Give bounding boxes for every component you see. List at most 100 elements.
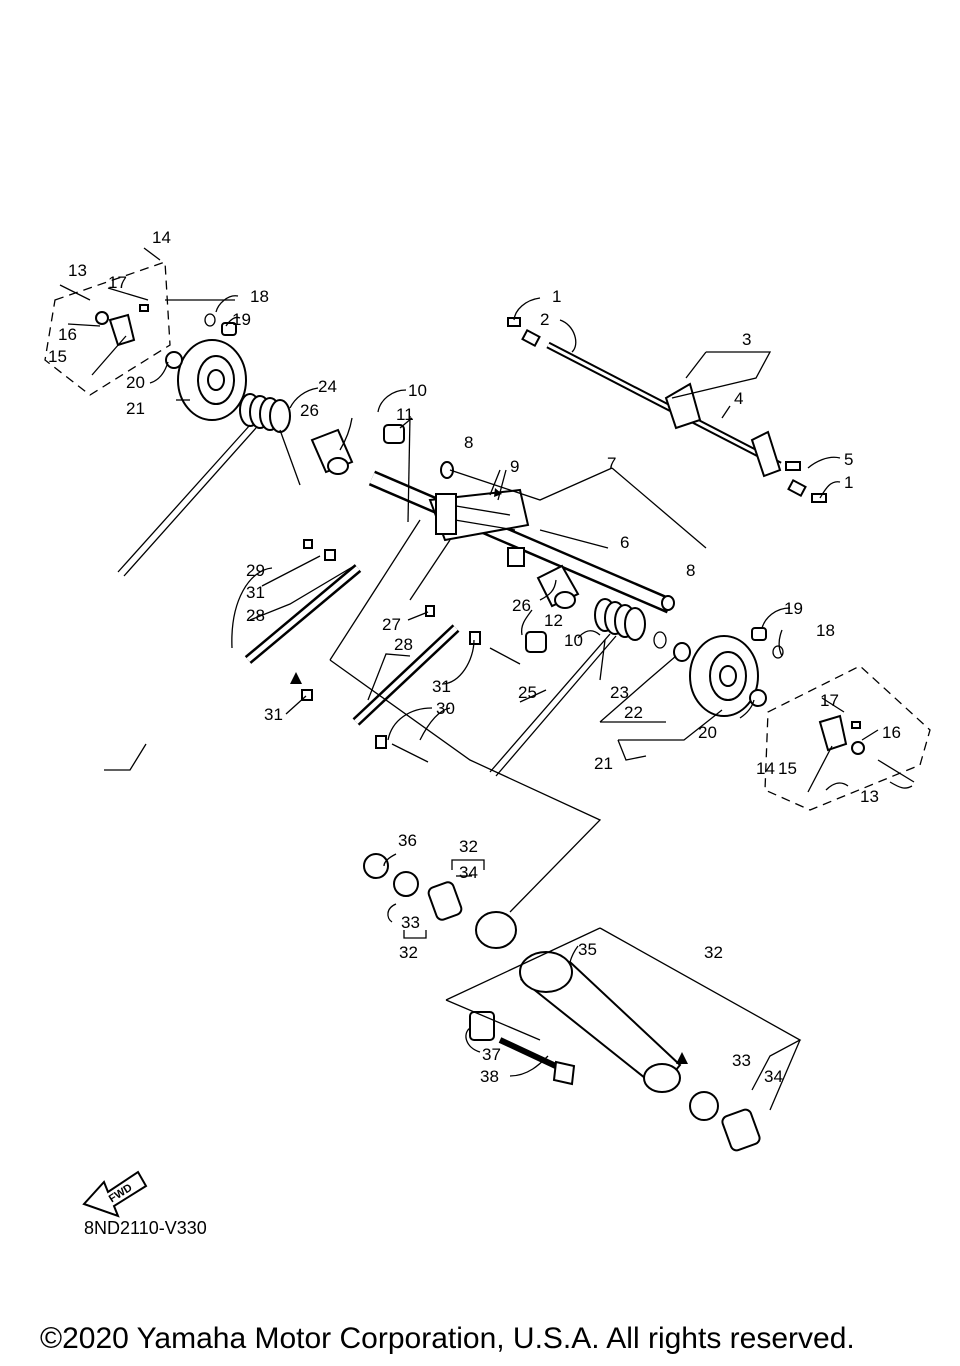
callout-number: 3 <box>742 330 751 349</box>
callout-number: 26 <box>512 596 531 615</box>
callout-number: 11 <box>396 405 414 424</box>
callout-number: 4 <box>734 389 743 408</box>
callout-number: 17 <box>108 273 127 292</box>
callout-number: 13 <box>860 787 879 806</box>
callout-number: 8 <box>686 561 695 580</box>
callout-number: 29 <box>246 561 265 580</box>
callout-number: 20 <box>126 373 145 392</box>
drawing-code: 8ND2110-V330 <box>84 1218 207 1238</box>
leader-lines <box>67 247 913 1111</box>
callout-number: 32 <box>399 943 418 962</box>
pointer-arrow-link <box>290 672 302 684</box>
idler-wheel-right <box>689 635 759 717</box>
callout-number: 28 <box>394 635 413 654</box>
callout-number: 14 <box>756 759 775 778</box>
circlip <box>653 631 667 649</box>
bushing-36 <box>363 853 389 879</box>
callout-number: 20 <box>698 723 717 742</box>
callout-number: 34 <box>459 863 478 882</box>
pivot-shaft-assembly <box>368 461 675 614</box>
callout-number: 32 <box>459 837 478 856</box>
collar-34-upper <box>427 881 463 921</box>
callout-number: 6 <box>620 533 629 552</box>
callout-number: 18 <box>816 621 835 640</box>
stopper-lower <box>525 631 547 653</box>
callout-number: 28 <box>246 606 265 625</box>
callout-number: 17 <box>820 691 839 710</box>
idler-wheel-left <box>177 339 247 421</box>
callout-number: 7 <box>607 454 616 473</box>
collar-29 <box>303 539 313 549</box>
callout-number: 31 <box>264 705 283 724</box>
callout-number: 15 <box>48 347 67 366</box>
bolt-link <box>489 647 521 665</box>
callout-number: 14 <box>152 228 171 247</box>
callout-number: 1 <box>844 473 853 492</box>
link-right <box>352 624 460 726</box>
shock-upper-eye <box>475 911 517 949</box>
callout-number: 27 <box>382 615 401 634</box>
callout-labels: 1234516789810111210131415161718192021131… <box>48 228 901 1086</box>
bearing-left <box>165 351 183 369</box>
callout-number: 21 <box>126 399 145 418</box>
kit-box-left <box>44 261 171 396</box>
rear-arm-shaft <box>507 317 827 503</box>
callout-number: 21 <box>594 754 613 773</box>
collar-right <box>536 564 580 609</box>
callout-number: 25 <box>518 683 537 702</box>
collar-31a <box>324 549 336 561</box>
torsion-spring-right <box>489 598 646 777</box>
callout-number: 16 <box>58 325 77 344</box>
callout-number: 19 <box>232 310 251 329</box>
callout-number: 1 <box>552 287 561 306</box>
callout-number: 30 <box>436 699 455 718</box>
callout-number: 19 <box>784 599 803 618</box>
callout-number: 8 <box>464 433 473 452</box>
callout-number: 12 <box>544 611 563 630</box>
callout-number: 33 <box>732 1051 751 1070</box>
bushing-33-upper <box>393 871 419 897</box>
callout-number: 32 <box>704 943 723 962</box>
callout-number: 5 <box>844 450 853 469</box>
callout-number: 2 <box>540 310 549 329</box>
callout-number: 16 <box>882 723 901 742</box>
bearing-shaft <box>673 642 691 662</box>
stopper-upper <box>383 424 405 444</box>
bushing-33-lower <box>689 1091 719 1121</box>
torsion-spring-left <box>117 393 301 577</box>
callout-number: 22 <box>624 703 643 722</box>
wheel-kit-left-parts <box>59 284 237 376</box>
callout-number: 26 <box>300 401 319 420</box>
collar-31b <box>301 689 313 701</box>
collar-34-lower <box>721 1108 761 1152</box>
callout-number: 10 <box>564 631 583 650</box>
copyright-notice: ©2020 Yamaha Motor Corporation, U.S.A. A… <box>40 1322 855 1355</box>
callout-number: 31 <box>246 583 265 602</box>
collar-lower <box>375 735 387 749</box>
fwd-arrow-icon: FWD <box>82 1170 148 1218</box>
callout-number: 15 <box>778 759 797 778</box>
pointer-arrow-9 <box>494 488 502 497</box>
wheel-kit-right-parts <box>751 627 915 793</box>
callout-number: 35 <box>578 940 597 959</box>
collar-left <box>310 428 354 475</box>
callout-number: 24 <box>318 377 337 396</box>
callout-number: 38 <box>480 1067 499 1086</box>
callout-number: 37 <box>482 1045 501 1064</box>
pointer-arrow-shock <box>676 1052 688 1064</box>
collar-31c <box>469 631 481 645</box>
shock-absorber <box>469 951 682 1093</box>
callout-number: 23 <box>610 683 629 702</box>
collar-27 <box>425 605 435 617</box>
callout-number: 34 <box>764 1067 783 1086</box>
callout-number: 18 <box>250 287 269 306</box>
callout-number: 31 <box>432 677 451 696</box>
callout-number: 9 <box>510 457 519 476</box>
callout-number: 13 <box>68 261 87 280</box>
callout-number: 36 <box>398 831 417 850</box>
bolt-30 <box>391 743 429 763</box>
callout-number: 33 <box>401 913 420 932</box>
link-left <box>244 564 362 664</box>
callout-number: 10 <box>408 381 427 400</box>
